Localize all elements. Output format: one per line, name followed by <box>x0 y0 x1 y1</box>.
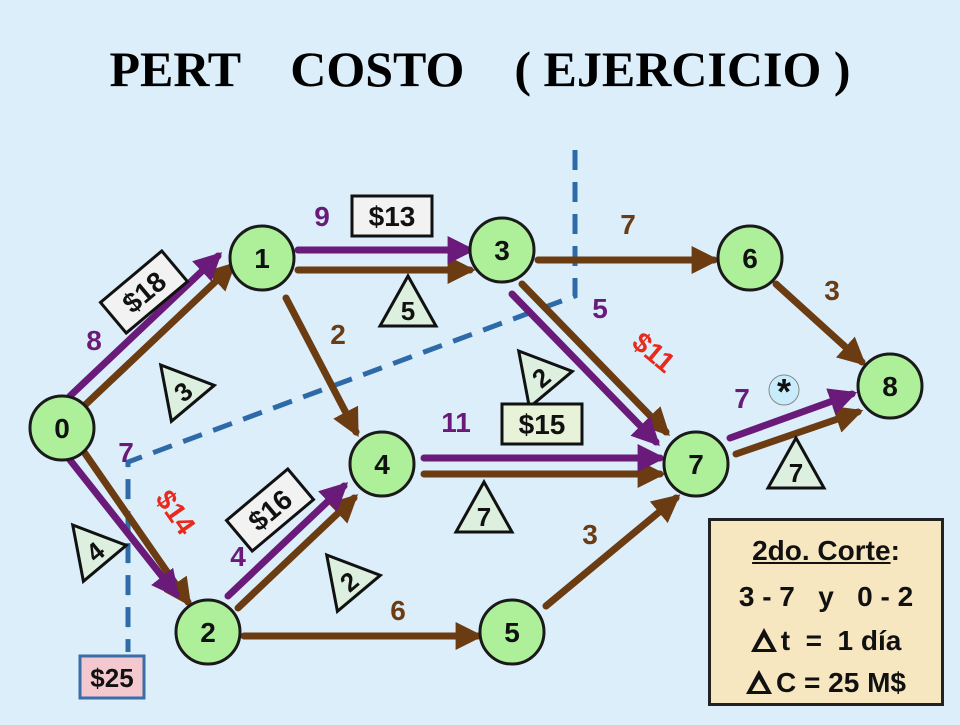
duration-1-3: 9 <box>314 201 330 232</box>
cut-summary-heading-suffix: : <box>890 535 900 566</box>
cost-1-3: $13 <box>350 194 434 238</box>
duration-3-7: 5 <box>592 293 608 324</box>
critical-arrow-2-4 <box>224 482 349 600</box>
node-3-circle <box>468 216 536 284</box>
reduced-time-triangle <box>70 522 130 585</box>
cost-box <box>224 466 316 554</box>
critical-arrow-3-7 <box>508 290 660 447</box>
reduced-time-triangle <box>158 362 218 425</box>
delta-icon <box>746 670 772 694</box>
node-2-label: 2 <box>200 617 216 648</box>
cut-summary-activities: 3 - 7 y 0 - 2 <box>738 581 914 612</box>
reduced-time-triangle <box>453 478 515 534</box>
reduced-time-triangle <box>765 434 827 490</box>
cost-4-7: $15 <box>500 402 584 446</box>
node-6-circle <box>716 224 784 292</box>
reduced-time-triangle <box>516 348 576 411</box>
arrow-2-4 <box>234 494 359 612</box>
cut-cost-box <box>78 654 146 700</box>
reduced-time-7-8: 7 <box>765 434 827 490</box>
cost-box <box>350 194 434 238</box>
reduced-time-value: 7 <box>477 502 491 532</box>
duration-3-6: 7 <box>620 209 636 240</box>
arrow-0-1 <box>80 262 237 410</box>
cost-value: $11 <box>626 326 681 379</box>
cost-box <box>98 248 190 336</box>
node-2-circle <box>174 598 242 666</box>
cut-line <box>125 150 578 652</box>
star-icon: * <box>777 371 791 412</box>
cost-box <box>500 402 584 446</box>
node-5-label: 5 <box>504 617 520 648</box>
arrow-7-8 <box>732 406 864 458</box>
reduced-time-triangle <box>377 272 439 328</box>
cost-0-2: $14 <box>149 484 201 540</box>
critical-arrow-0-1 <box>66 252 223 400</box>
critical-arrow-0-2 <box>66 456 180 599</box>
node-0-label: 0 <box>54 413 70 444</box>
reduced-time-value: 7 <box>789 458 803 488</box>
node-7-circle <box>662 430 730 498</box>
cut-summary-time: t = 1 día <box>711 625 941 657</box>
node-1-circle <box>228 224 296 292</box>
duration-5-7: 3 <box>582 519 598 550</box>
cost-value: $13 <box>369 201 416 232</box>
critical-arrow-7-8 <box>726 388 858 442</box>
reduced-time-triangle <box>324 552 384 615</box>
arrow-3-7 <box>518 280 670 437</box>
arrow-6-8 <box>772 280 867 366</box>
cut-cost: $25 <box>78 654 146 700</box>
node-6-label: 6 <box>742 243 758 274</box>
node-7-label: 7 <box>688 449 704 480</box>
cost-value: $14 <box>149 484 201 540</box>
reduced-time-3-7: 2 <box>516 348 576 411</box>
reduced-time-0-2: 4 <box>70 522 130 585</box>
arrow-1-4 <box>282 294 360 437</box>
duration-2-4: 4 <box>230 541 246 572</box>
time-value: 1 día <box>837 625 902 656</box>
duration-4-7: 11 <box>441 407 471 438</box>
duration-6-8: 3 <box>824 275 840 306</box>
cut-summary-box: 2do. Corte: 3 - 7 y 0 - 2 t = 1 día C = … <box>708 518 944 706</box>
cut-summary-heading-text: 2do. Corte <box>752 535 891 566</box>
delta-icon <box>750 628 777 652</box>
critical-star-marker: * <box>768 371 800 412</box>
node-3-label: 3 <box>494 235 510 266</box>
node-5-circle <box>478 598 546 666</box>
node-1-label: 1 <box>254 243 270 274</box>
node-8-label: 8 <box>882 371 898 402</box>
reduced-time-value: 5 <box>401 296 415 326</box>
reduced-time-2-4: 2 <box>324 552 384 615</box>
node-0-circle <box>28 394 96 462</box>
duration-1-4: 2 <box>330 319 346 350</box>
cost-value: 25 M$ <box>828 667 906 698</box>
duration-2-5: 6 <box>390 595 406 626</box>
cost-2-4: $16 <box>224 466 316 554</box>
node-8-circle <box>856 352 924 420</box>
reduced-time-1-3: 5 <box>377 272 439 328</box>
diagram-title: PERT COSTO ( EJERCICIO ) <box>109 41 851 97</box>
arrow-5-7 <box>542 494 681 610</box>
cut-summary-heading: 2do. Corte: <box>711 535 941 567</box>
duration-0-1: 8 <box>86 325 102 356</box>
reduced-time-4-7: 7 <box>453 478 515 534</box>
node-4-label: 4 <box>374 449 390 480</box>
reduced-time-0-1: 3 <box>158 362 218 425</box>
cut-summary-cost: C = 25 M$ <box>711 667 941 699</box>
time-variable: t <box>780 625 791 656</box>
cost-variable: C <box>776 667 797 698</box>
cost-equals: = <box>804 667 821 698</box>
cut-cost-value: $25 <box>90 663 133 693</box>
cost-value: $15 <box>519 409 566 440</box>
duration-0-2: 7 <box>118 437 134 468</box>
star-background <box>768 374 800 406</box>
node-4-circle <box>348 430 416 498</box>
duration-7-8: 7 <box>734 383 750 414</box>
time-equals: = <box>805 625 822 656</box>
cost-3-7: $11 <box>626 326 681 379</box>
